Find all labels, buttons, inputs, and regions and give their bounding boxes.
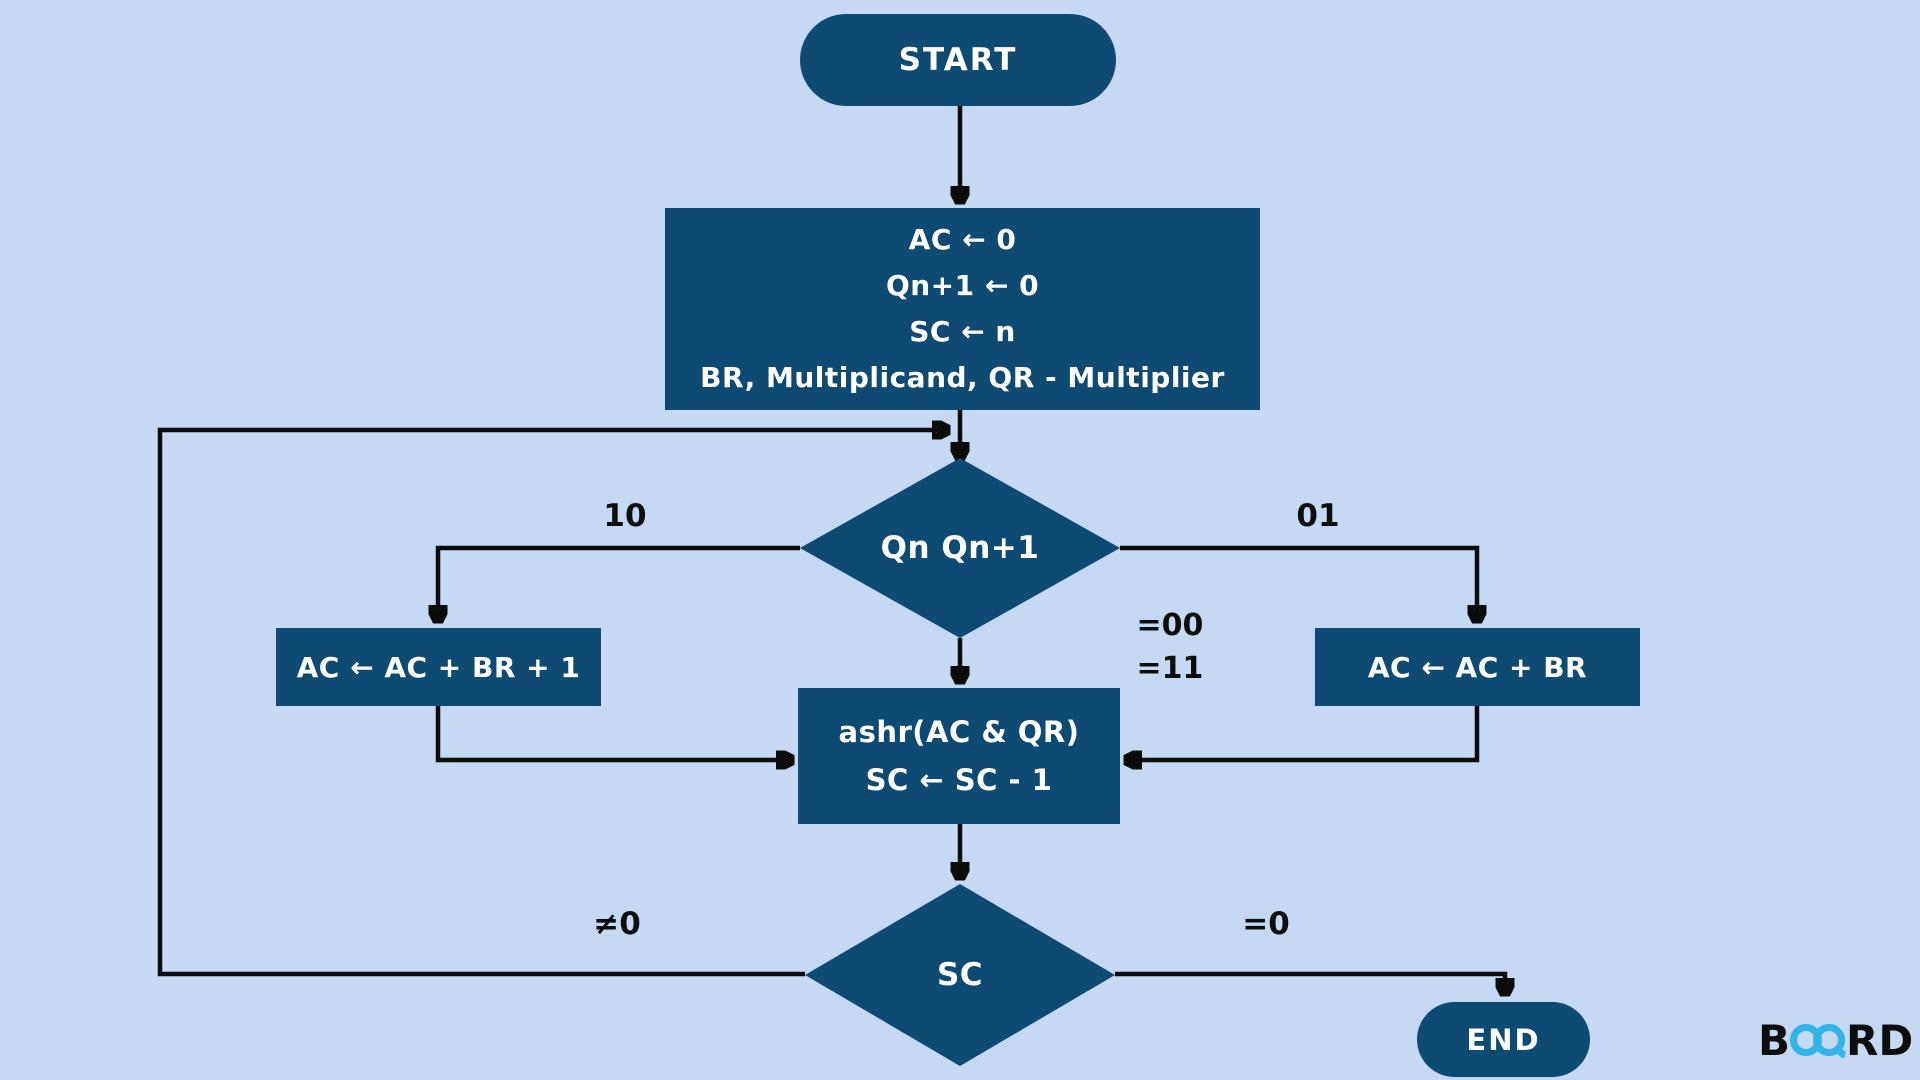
edge-add-br-to-shift <box>1128 706 1480 760</box>
edge-label-00: =00 <box>1136 608 1204 643</box>
edge-label-not-zero: ≠0 <box>593 906 641 942</box>
edge-case10-to-add-complement <box>438 545 800 619</box>
edge-sc-zero-to-end <box>1115 971 1505 992</box>
infinity-icon <box>1790 1024 1847 1059</box>
add-br-complement-label: AC ← AC + BR + 1 <box>296 650 581 684</box>
add-br-complement-node: AC ← AC + BR + 1 <box>276 628 601 706</box>
edge-label-10: 10 <box>603 498 647 534</box>
init-line-3: SC ← n <box>909 315 1016 348</box>
start-node: START <box>800 14 1116 106</box>
end-label: END <box>1466 1022 1541 1057</box>
edge-label-01: 01 <box>1296 498 1340 534</box>
shift-line-2: SC ← SC - 1 <box>865 763 1053 797</box>
edge-sc-notzero-loop <box>157 430 946 977</box>
decision-sc-label: SC <box>936 957 984 993</box>
logo-prefix: B <box>1758 1015 1791 1065</box>
add-br-node: AC ← AC + BR <box>1315 628 1640 706</box>
edge-add-complement-to-shift <box>435 706 790 760</box>
start-label: START <box>898 42 1018 78</box>
init-line-1: AC ← 0 <box>908 223 1017 256</box>
shift-line-1: ashr(AC & QR) <box>838 715 1080 749</box>
shift-node: ashr(AC & QR) SC ← SC - 1 <box>798 688 1120 824</box>
init-node: AC ← 0 Qn+1 ← 0 SC ← n BR, Multiplicand,… <box>665 208 1260 410</box>
edge-label-zero: =0 <box>1242 906 1290 942</box>
edge-label-00-11: =00 =11 <box>1120 604 1220 690</box>
init-line-4: BR, Multiplicand, QR - Multiplier <box>700 361 1225 394</box>
board-logo: B RD <box>1758 1015 1914 1065</box>
init-line-2: Qn+1 ← 0 <box>885 269 1040 302</box>
end-node: END <box>1417 1002 1590 1077</box>
decision-qn-label: Qn Qn+1 <box>880 530 1040 566</box>
edge-label-11: =11 <box>1136 651 1204 686</box>
add-br-label: AC ← AC + BR <box>1367 650 1588 684</box>
edge-case01-to-add-br <box>1120 545 1477 619</box>
logo-suffix: RD <box>1846 1015 1914 1065</box>
